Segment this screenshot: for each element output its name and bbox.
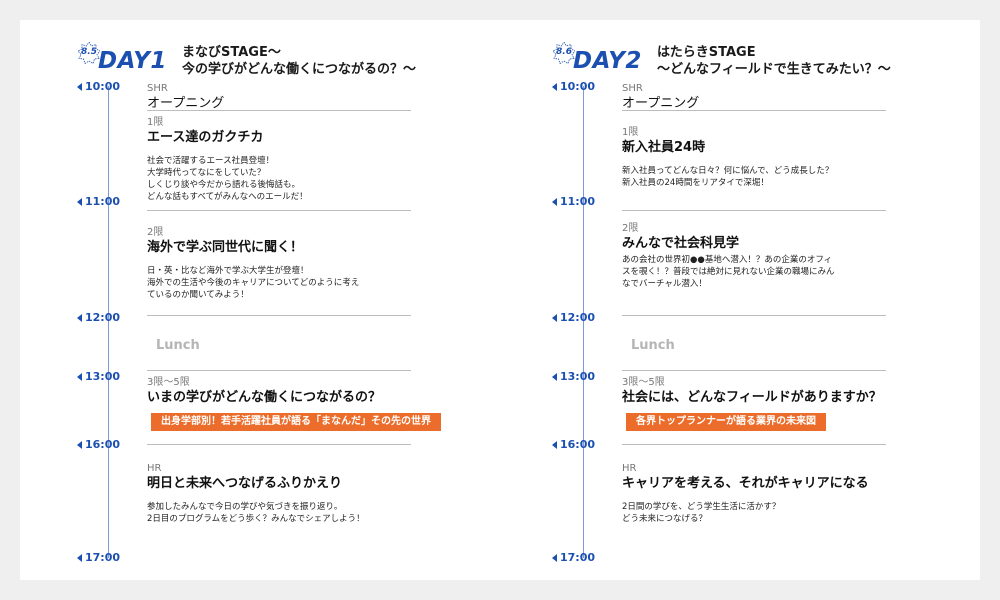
stage-title: まなびSTAGE〜 今の学びがどんな働くにつながるの？〜 <box>182 44 416 78</box>
session-hr: HR キャリアを考える、それがキャリアになる 2日間の学びを、どう学生生活に活か… <box>622 462 962 525</box>
time-arrow-icon <box>77 198 82 206</box>
time-marker: 17:00 <box>552 551 595 564</box>
session-banner: 出身学部別！若手活躍社員が語る「まなんだ」その先の世界 <box>151 413 441 431</box>
session-title: キャリアを考える、それがキャリアになる <box>622 476 869 491</box>
session-period-2: 2限 海外で学ぶ同世代に聞く！ 日・英・比など海外で学ぶ大学生が登壇！ 海外での… <box>147 226 487 301</box>
session-title: オープニング <box>622 96 700 111</box>
session-period: 2限 <box>147 227 164 238</box>
session-period: SHR <box>147 83 168 94</box>
session-period-2: 2限 みんなで社会科見学 あの会社の世界初●●基地へ潜入！？あの企業のオフィ ス… <box>622 222 962 290</box>
session-description: 社会で活躍するエース社員登壇！ 大学時代ってなにをしていた？ しくじり談や今だか… <box>147 156 308 202</box>
session-period-1: 1限 エース達のガクチカ 社会で活躍するエース社員登壇！ 大学時代ってなにをして… <box>147 116 487 203</box>
divider <box>147 315 411 316</box>
time-arrow-icon <box>77 83 82 91</box>
time-arrow-icon <box>77 441 82 449</box>
divider <box>622 315 886 316</box>
day-label: DAY2 <box>573 48 642 74</box>
time-marker: 10:00 <box>552 80 595 93</box>
day-label: DAY1 <box>98 48 167 74</box>
divider <box>622 210 886 211</box>
session-description: 日・英・比など海外で学ぶ大学生が登壇！ 海外での生活や今後のキャリアについてどの… <box>147 266 360 300</box>
stage-title-line2: 〜どんなフィールドで生きてみたい？〜 <box>657 62 891 77</box>
session-title: エース達のガクチカ <box>147 130 264 145</box>
date-label: 8.6 <box>556 47 572 57</box>
time-arrow-icon <box>77 373 82 381</box>
session-description: 2日間の学びを、どう学生生活に活かす？ どう未来につなげる？ <box>622 502 781 524</box>
badge-burst-icon <box>553 42 575 64</box>
timeline-line <box>108 86 109 558</box>
session-period: HR <box>622 463 637 474</box>
time-arrow-icon <box>552 198 557 206</box>
time-arrow-icon <box>77 314 82 322</box>
session-period: 3限〜5限 <box>622 377 665 388</box>
session-title: オープニング <box>147 96 225 111</box>
time-marker: 17:00 <box>77 551 120 564</box>
session-title: みんなで社会科見学 <box>622 236 740 251</box>
session-period: 1限 <box>147 117 164 128</box>
time-arrow-icon <box>552 83 557 91</box>
stage-title: はたらきSTAGE 〜どんなフィールドで生きてみたい？〜 <box>657 44 891 78</box>
time-marker: 11:00 <box>77 195 120 208</box>
session-shr: SHR オープニング <box>147 82 487 112</box>
session-period-3-5: 3限〜5限 社会には、どんなフィールドがありますか？ <box>622 376 962 406</box>
divider <box>622 370 886 371</box>
schedule-card: 8.5 DAY1 まなびSTAGE〜 今の学びがどんな働くにつながるの？〜 10… <box>20 20 980 580</box>
session-hr: HR 明日と未来へつなげるふりかえり 参加したみんなで今日の学びや気づきを振り返… <box>147 462 487 525</box>
divider <box>147 110 411 111</box>
session-period-1: 1限 新入社員24時 新入社員ってどんな日々？何に悩んで、どう成長した？ 新入社… <box>622 126 962 189</box>
divider <box>147 210 411 211</box>
date-badge: 8.6 <box>553 42 575 64</box>
session-banner: 各界トップランナーが語る業界の未来図 <box>626 413 826 431</box>
time-arrow-icon <box>552 373 557 381</box>
session-description: 参加したみんなで今日の学びや気づきを振り返り。 2日目のプログラムをどう歩く？み… <box>147 502 365 524</box>
date-badge: 8.5 <box>78 42 100 64</box>
session-description: 新入社員ってどんな日々？何に悩んで、どう成長した？ 新入社員の24時間をリアタイ… <box>622 166 834 188</box>
session-title: 海外で学ぶ同世代に聞く！ <box>147 240 304 255</box>
time-arrow-icon <box>552 554 557 562</box>
badge-burst-icon <box>78 42 100 64</box>
session-title: いまの学びがどんな働くにつながるの？ <box>147 390 382 405</box>
session-title: 社会には、どんなフィールドがありますか？ <box>622 390 882 405</box>
time-marker: 16:00 <box>77 438 120 451</box>
session-period-3-5: 3限〜5限 いまの学びがどんな働くにつながるの？ <box>147 376 487 406</box>
divider <box>147 370 411 371</box>
time-marker: 12:00 <box>77 311 120 324</box>
divider <box>147 444 411 445</box>
session-period: 3限〜5限 <box>147 377 190 388</box>
day2-column: 8.6 DAY2 はたらきSTAGE 〜どんなフィールドで生きてみたい？〜 10… <box>495 20 975 580</box>
time-marker: 13:00 <box>77 370 120 383</box>
date-label: 8.5 <box>81 47 97 57</box>
lunch-label: Lunch <box>631 338 675 353</box>
session-title: 明日と未来へつなげるふりかえり <box>147 476 343 491</box>
time-marker: 13:00 <box>552 370 595 383</box>
session-title: 新入社員24時 <box>622 140 706 155</box>
time-arrow-icon <box>552 441 557 449</box>
time-marker: 10:00 <box>77 80 120 93</box>
stage-title-line1: まなびSTAGE〜 <box>182 45 281 60</box>
session-period: 2限 <box>622 223 639 234</box>
divider <box>622 110 886 111</box>
lunch-label: Lunch <box>156 338 200 353</box>
time-marker: 16:00 <box>552 438 595 451</box>
session-period: 1限 <box>622 127 639 138</box>
session-period: HR <box>147 463 162 474</box>
divider <box>622 444 886 445</box>
time-arrow-icon <box>552 314 557 322</box>
session-period: SHR <box>622 83 643 94</box>
stage-title-line1: はたらきSTAGE <box>657 45 756 60</box>
session-description: あの会社の世界初●●基地へ潜入！？あの企業のオフィ スを覗く！？普段では絶対に見… <box>622 255 835 289</box>
stage-title-line2: 今の学びがどんな働くにつながるの？〜 <box>182 62 417 77</box>
timeline-line <box>583 86 584 558</box>
time-marker: 12:00 <box>552 311 595 324</box>
time-marker: 11:00 <box>552 195 595 208</box>
time-arrow-icon <box>77 554 82 562</box>
day1-column: 8.5 DAY1 まなびSTAGE〜 今の学びがどんな働くにつながるの？〜 10… <box>20 20 500 580</box>
session-shr: SHR オープニング <box>622 82 962 112</box>
